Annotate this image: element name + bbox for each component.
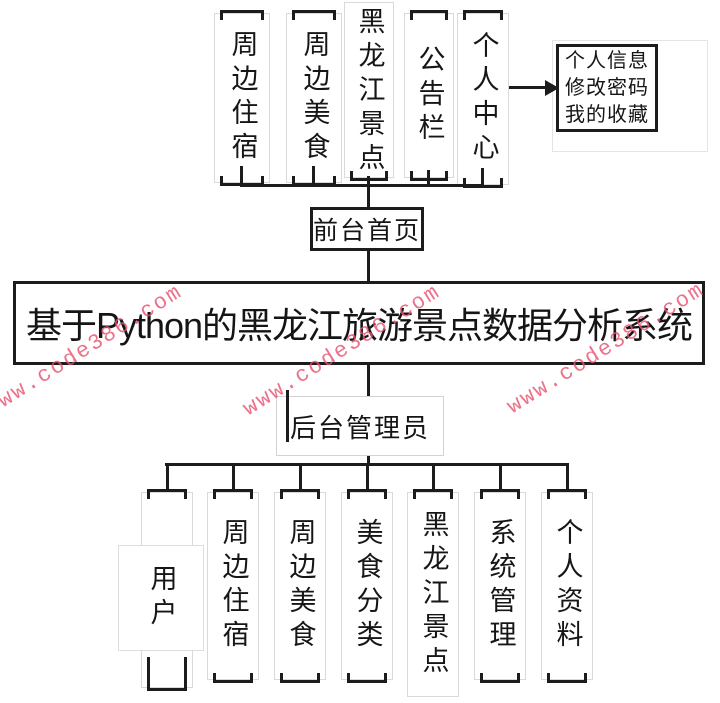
bracket: [213, 489, 253, 499]
connector-tick: [286, 390, 289, 442]
node-label: 用户: [146, 564, 177, 632]
node-label: 周边美食: [285, 518, 316, 654]
bracket: [220, 10, 264, 20]
submenu-item-my-favorites: 我的收藏: [565, 103, 649, 126]
bracket: [480, 673, 520, 683]
bracket: [280, 489, 320, 499]
node-label: 周边美食: [299, 30, 330, 166]
node-system-management: 系统管理: [474, 489, 526, 683]
bus-line-front: [240, 184, 484, 187]
node-backend-admin: 后台管理员: [276, 396, 444, 456]
node-user-label-panel: 用户: [118, 545, 204, 651]
node-label: 周边住宿: [227, 30, 258, 166]
node-heilongjiang-attractions-front: 黑龙江景点: [344, 2, 394, 181]
connector-line: [427, 170, 430, 186]
bracket: [547, 673, 587, 683]
node-nearby-lodging-admin: 周边住宿: [207, 489, 259, 683]
bracket: [280, 673, 320, 683]
node-label: 美食分类: [352, 518, 383, 654]
node-label: 周边住宿: [218, 518, 249, 654]
node-label: 公告栏: [414, 44, 445, 147]
connector-line: [367, 365, 370, 396]
bracket: [213, 673, 253, 683]
node-label: 前台首页: [313, 217, 422, 245]
bracket: [547, 489, 587, 499]
node-personal-center: 个人中心: [457, 10, 509, 188]
arrow-line: [509, 86, 551, 89]
connector-line: [240, 166, 243, 186]
node-nearby-lodging-front: 周边住宿: [214, 10, 270, 186]
bracket: [480, 489, 520, 499]
bracket: [413, 489, 453, 499]
system-title-label: 基于Python的黑龙江旅游景点数据分析系统: [25, 305, 693, 346]
bracket: [347, 489, 387, 499]
connector-line: [566, 465, 569, 494]
connector-line: [166, 465, 169, 494]
connector-line: [481, 168, 484, 186]
node-label: 个人资料: [552, 518, 583, 654]
connector-line: [499, 465, 502, 494]
node-system-title: 基于Python的黑龙江旅游景点数据分析系统: [13, 281, 705, 365]
connector-line: [312, 166, 315, 186]
connector-line: [367, 251, 370, 281]
bracket: [147, 657, 187, 691]
connector-line: [367, 187, 370, 207]
node-label: 系统管理: [485, 518, 516, 654]
bracket: [147, 489, 187, 499]
arrow-head-icon: [545, 80, 559, 96]
submenu-item-change-password: 修改密码: [565, 76, 649, 99]
connector-line: [366, 465, 369, 494]
submenu-item-personal-info: 个人信息: [565, 49, 649, 72]
connector-line: [232, 465, 235, 494]
bracket: [292, 10, 336, 20]
node-label: 后台管理员: [289, 412, 430, 443]
connector-line: [432, 465, 435, 494]
bracket: [463, 10, 503, 20]
node-front-home: 前台首页: [310, 207, 424, 251]
bracket: [410, 10, 448, 20]
node-food-category: 美食分类: [341, 489, 393, 683]
node-personal-profile: 个人资料: [541, 489, 593, 683]
node-bulletin-board: 公告栏: [404, 10, 454, 181]
connector-line: [367, 176, 370, 186]
node-nearby-food-admin: 周边美食: [274, 489, 326, 683]
connector-line: [299, 465, 302, 494]
node-label: 黑龙江景点: [354, 7, 385, 177]
node-heilongjiang-attractions-admin: 黑龙江景点: [407, 489, 459, 697]
bus-line-admin: [165, 463, 569, 466]
node-personal-center-submenu: 个人信息 修改密码 我的收藏: [556, 44, 658, 132]
node-label: 黑龙江景点: [418, 509, 449, 680]
bracket: [347, 673, 387, 683]
node-label: 个人中心: [468, 31, 499, 167]
connector-line: [367, 456, 370, 466]
node-nearby-food-front: 周边美食: [286, 10, 342, 186]
